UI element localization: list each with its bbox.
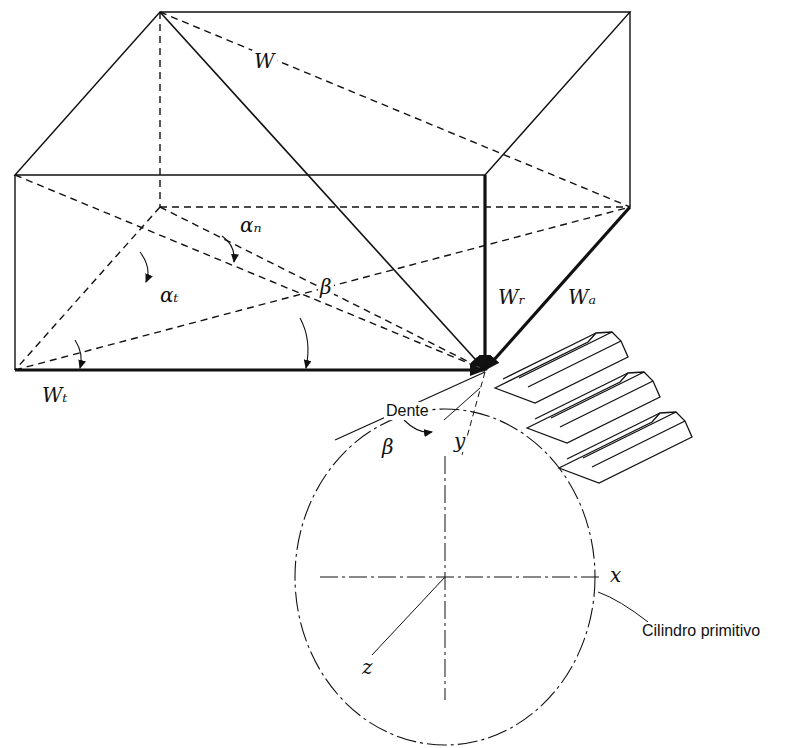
- box-top-face: [15, 12, 630, 175]
- part-label: Cilindro primitivo: [640, 622, 762, 640]
- tooth-ridge: [503, 332, 621, 387]
- angle-label: αₙ: [238, 214, 264, 236]
- force-label: Wₜ: [40, 384, 70, 406]
- projection-line: [160, 207, 485, 370]
- pitch-cylinder: [295, 409, 595, 745]
- z-axis: [372, 577, 445, 655]
- hidden-edge: [159, 12, 160, 207]
- angle-arc: [75, 340, 81, 368]
- axis-label: z: [360, 656, 375, 678]
- leader-line: [598, 592, 648, 622]
- axis-label: y: [452, 430, 467, 452]
- axis-label: x: [608, 564, 623, 586]
- angle-label: β: [318, 276, 334, 298]
- force-label: Wₐ: [566, 286, 598, 308]
- force-wr: [483, 175, 486, 370]
- projection-line: [160, 12, 630, 207]
- gear-tooth: [495, 332, 628, 403]
- x-axis: [320, 577, 603, 578]
- angle-arc: [222, 236, 234, 262]
- force-wt: [15, 368, 485, 371]
- leader-line: [444, 388, 480, 420]
- hidden-edge: [15, 207, 160, 370]
- angle-arc: [404, 420, 432, 432]
- box-edge: [14, 175, 15, 370]
- angle-arc: [140, 252, 148, 282]
- projection-line: [15, 175, 485, 370]
- tooth-body: [495, 332, 628, 403]
- force-w: [160, 12, 485, 370]
- part-label: Dente: [384, 402, 431, 420]
- angle-label: β: [380, 436, 396, 458]
- force-label: Wᵣ: [496, 286, 528, 308]
- angle-label: αₜ: [158, 284, 180, 306]
- hidden-edge: [160, 206, 630, 207]
- box-edge: [629, 12, 630, 207]
- projection-line: [15, 207, 630, 370]
- angle-arc: [300, 318, 308, 368]
- force-label: W: [252, 50, 277, 72]
